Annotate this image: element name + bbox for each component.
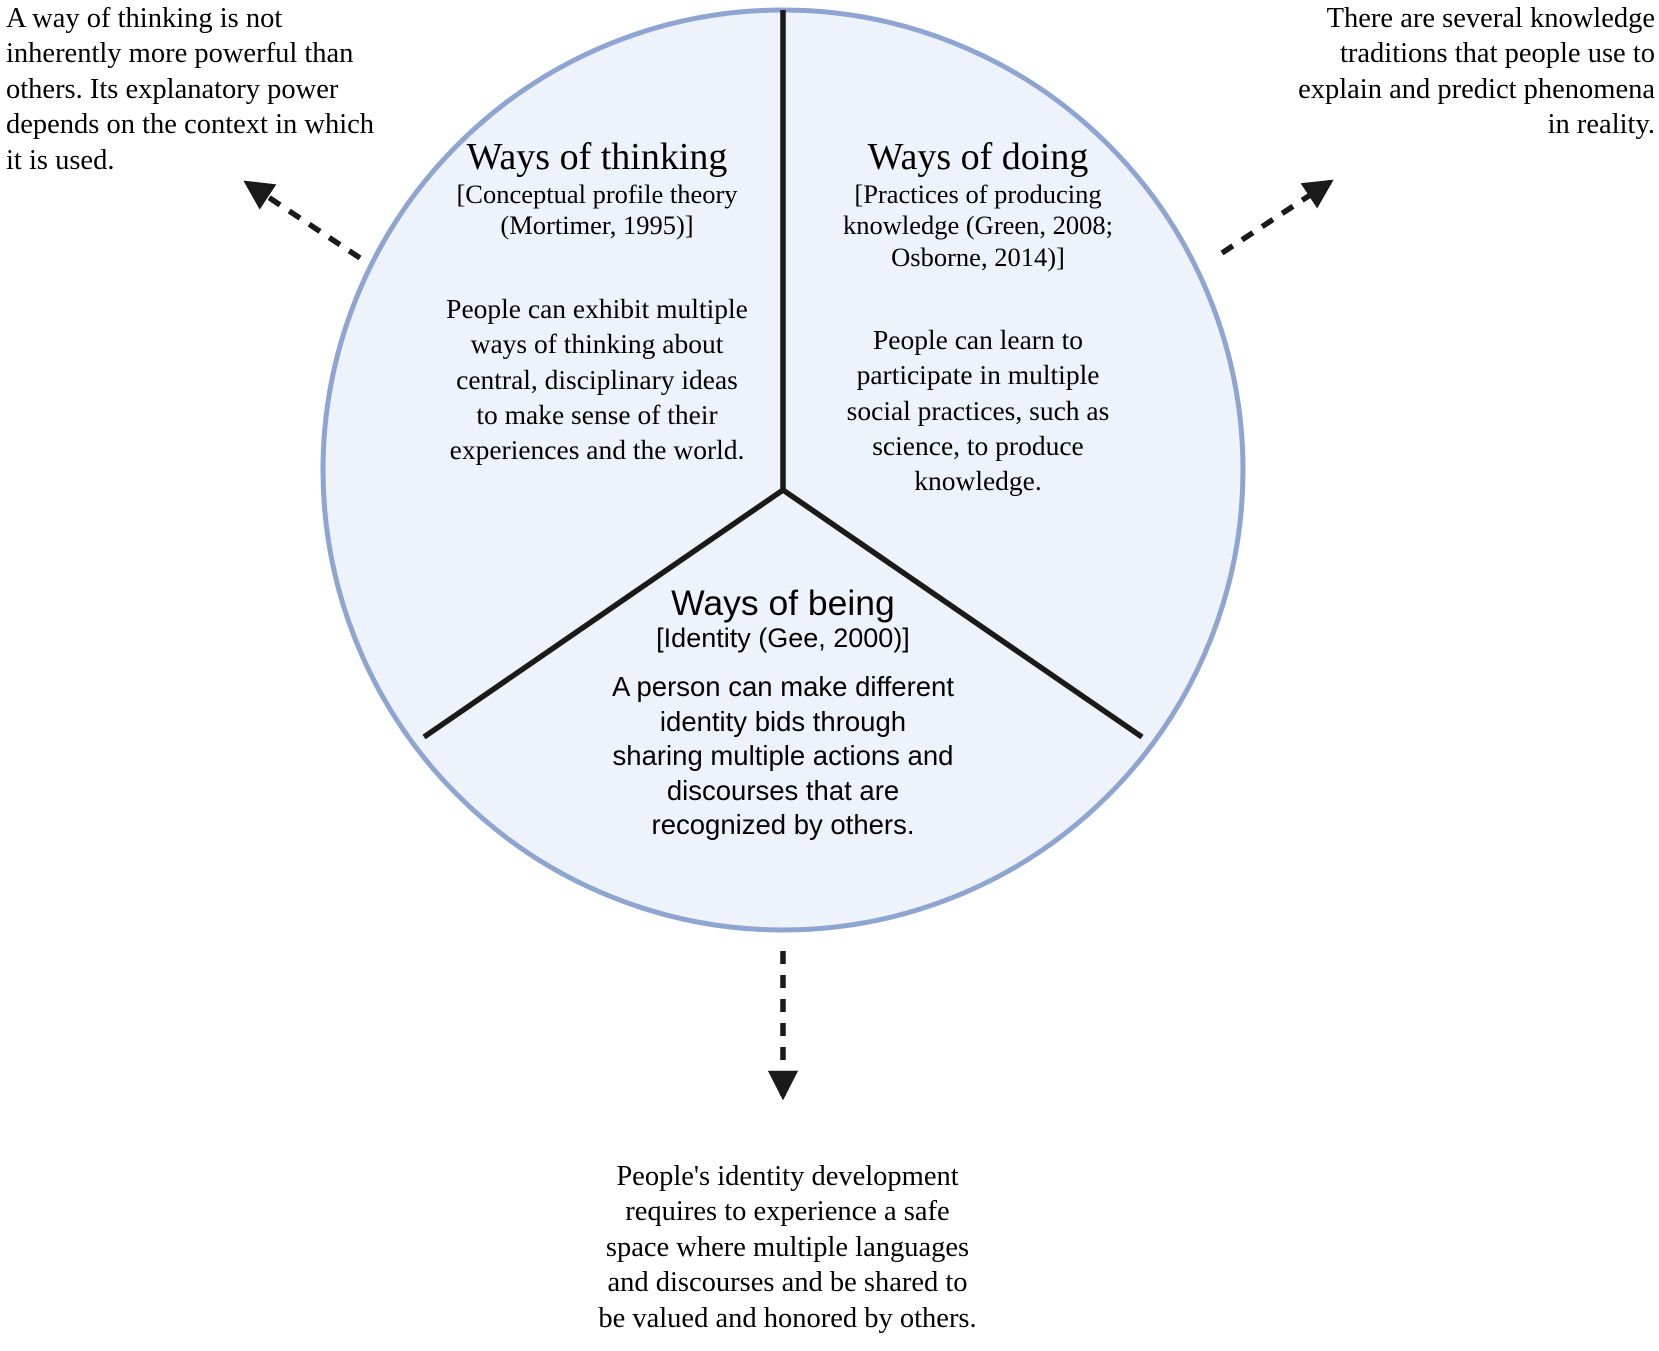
sector-body-ways-of-doing: People can learn to participate in multi…	[846, 323, 1110, 497]
sector-heading-ways-of-being: Ways of being	[671, 583, 895, 623]
callout-left-text: A way of thinking is not inherently more…	[6, 3, 375, 176]
sector-ways-of-doing: Ways of doing [Practices of producing kn…	[828, 136, 1128, 499]
sector-citation-ways-of-doing: [Practices of producing knowledge (Green…	[842, 178, 1114, 273]
arrow-right	[1220, 179, 1334, 256]
sector-citation-ways-of-thinking: [Conceptual profile theory (Mortimer, 19…	[456, 178, 738, 241]
sector-ways-of-thinking: Ways of thinking [Conceptual profile the…	[411, 136, 783, 468]
sector-ways-of-being: Ways of being [Identity (Gee, 2000)] A p…	[573, 583, 993, 843]
callout-bottom-text: People's identity development requires t…	[598, 1161, 977, 1334]
sector-heading-ways-of-thinking: Ways of thinking	[466, 136, 728, 178]
sector-heading-ways-of-doing: Ways of doing	[867, 136, 1089, 178]
sector-body-ways-of-thinking: People can exhibit multiple ways of thin…	[446, 293, 748, 466]
sector-citation-ways-of-being: [Identity (Gee, 2000)]	[656, 623, 910, 654]
callout-right-text: There are several knowledge traditions t…	[1298, 3, 1655, 141]
sector-body-ways-of-being: A person can make different identity bid…	[612, 671, 954, 841]
arrow-left	[243, 180, 362, 261]
